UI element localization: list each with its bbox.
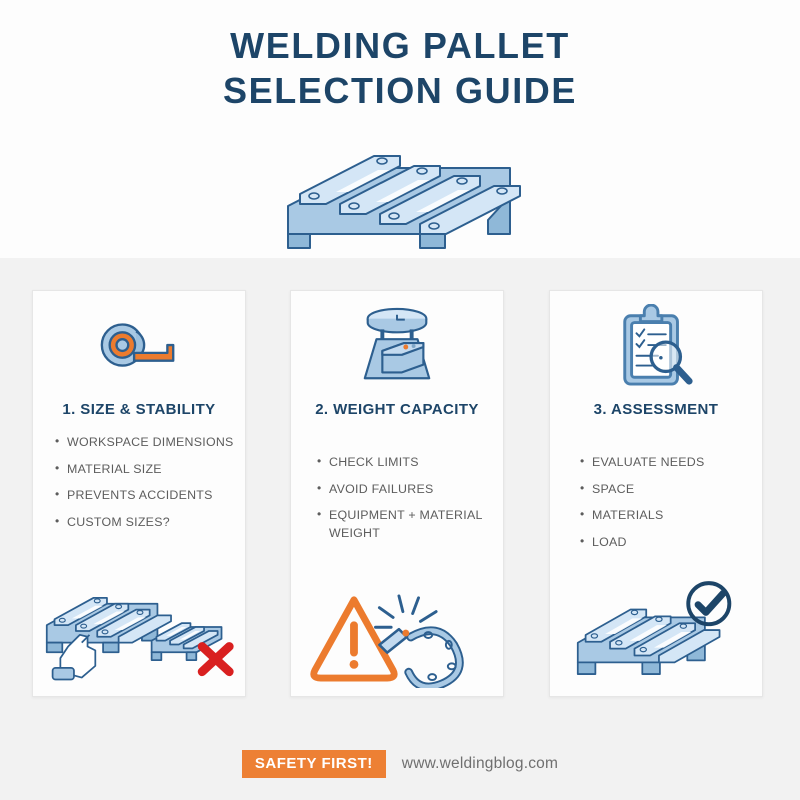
pallet-comparison-illustration: [33, 570, 245, 688]
bullet-list: EVALUATE NEEDS SPACE MATERIALS LOAD: [550, 453, 762, 552]
tape-measure-icon: [33, 291, 245, 387]
list-item: EQUIPMENT + MATERIAL WEIGHT: [317, 506, 503, 542]
bullet-list: WORKSPACE DIMENSIONS MATERIAL SIZE PREVE…: [33, 433, 245, 532]
card-weight-capacity[interactable]: 2. WEIGHT CAPACITY CHECK LIMITS AVOID FA…: [290, 290, 504, 697]
warning-chain-illustration: [291, 586, 503, 688]
title-line-2: SELECTION GUIDE: [222, 69, 578, 111]
footer: SAFETY FIRST! www.weldingblog.com: [0, 750, 800, 778]
list-item: CUSTOM SIZES?: [55, 513, 245, 532]
site-url[interactable]: www.weldingblog.com: [401, 755, 559, 772]
clipboard-magnifier-icon: [550, 291, 762, 387]
card-size-stability[interactable]: 1. SIZE & STABILITY WORKSPACE DIMENSIONS…: [32, 290, 246, 697]
card-title: 1. SIZE & STABILITY: [62, 401, 216, 418]
header-band: WELDING PALLET SELECTION GUIDE: [0, 0, 800, 258]
list-item: CHECK LIMITS: [317, 453, 503, 472]
list-item: MATERIALS: [580, 506, 762, 525]
impact-lines: [374, 594, 438, 629]
hero-pallet-illustration: [270, 118, 530, 268]
card-title: 2. WEIGHT CAPACITY: [315, 401, 479, 418]
page-title: WELDING PALLET SELECTION GUIDE: [0, 0, 800, 113]
list-item: LOAD: [580, 533, 762, 552]
list-item: SPACE: [580, 480, 762, 499]
spark-dot: [402, 629, 410, 637]
list-item: PREVENTS ACCIDENTS: [55, 486, 245, 505]
check-badge-icon: [686, 581, 732, 627]
list-item: WORKSPACE DIMENSIONS: [55, 433, 245, 452]
list-item: AVOID FAILURES: [317, 480, 503, 499]
cards-row: 1. SIZE & STABILITY WORKSPACE DIMENSIONS…: [0, 290, 800, 698]
bullet-list: CHECK LIMITS AVOID FAILURES EQUIPMENT + …: [291, 453, 503, 542]
pallet-approved-illustration: [550, 578, 762, 688]
list-item: MATERIAL SIZE: [55, 460, 245, 479]
list-item: EVALUATE NEEDS: [580, 453, 762, 472]
weighing-scale-icon: [291, 291, 503, 387]
warning-triangle-icon: [310, 596, 398, 682]
red-x-icon: [197, 642, 234, 677]
card-assessment[interactable]: 3. ASSESSMENT EVALUATE NEEDS SPACE MATER…: [549, 290, 763, 697]
broken-chain-icon: [378, 626, 464, 688]
status-badge: SAFETY FIRST!: [241, 750, 386, 778]
title-line-1: WELDING PALLET: [230, 25, 570, 66]
card-title: 3. ASSESSMENT: [593, 401, 719, 418]
